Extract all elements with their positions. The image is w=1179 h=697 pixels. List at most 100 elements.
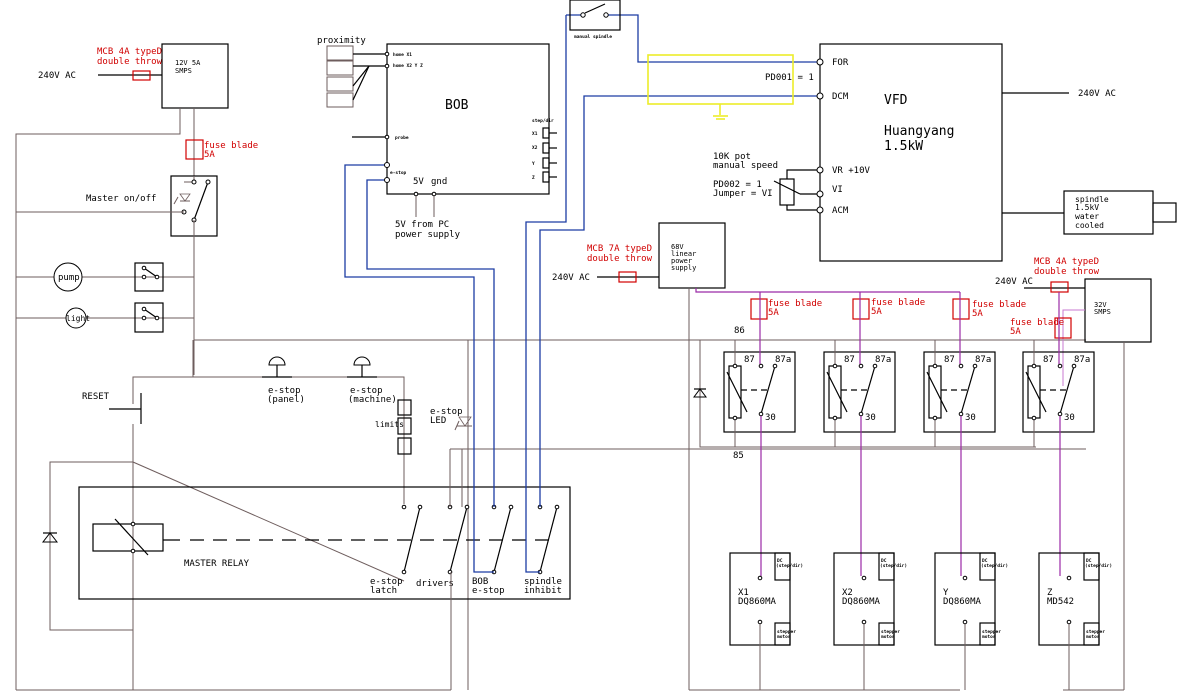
svg-text:VI: VI <box>832 185 843 195</box>
svg-text:5V from PC: 5V from PC <box>395 220 449 230</box>
relay-pin-30: 30 <box>1064 413 1075 423</box>
limit-switches: limits <box>375 399 412 455</box>
pump-label: pump <box>58 273 80 283</box>
svg-text:Jumper = VI: Jumper = VI <box>713 189 773 199</box>
svg-text:X2: X2 <box>532 145 538 151</box>
svg-text:inhibit: inhibit <box>524 586 562 596</box>
driver-bottom-label-2: motor <box>881 634 895 640</box>
vfd-label: VFD <box>884 93 908 108</box>
driver-model: DQ860MA <box>842 597 881 607</box>
contact-bob-estop: BOB e-stop <box>472 504 514 596</box>
relay-coil <box>928 365 942 419</box>
driver-top-label-2: (step/dir) <box>1085 563 1112 569</box>
bob-label: BOB <box>445 98 469 113</box>
driver-top-label: DC <box>881 558 887 564</box>
estop-panel[interactable]: e-stop (panel) <box>262 356 305 405</box>
driver-top-label-2: (step/dir) <box>880 563 907 569</box>
diode-icon <box>41 532 59 543</box>
driver-axis: Z <box>1047 588 1053 598</box>
svg-text:5V: 5V <box>413 177 424 187</box>
pump-switch[interactable] <box>134 262 164 292</box>
driver-model: DQ860MA <box>738 597 777 607</box>
reset-button[interactable]: RESET <box>82 392 142 690</box>
svg-text:spindle: spindle <box>524 577 562 587</box>
svg-text:SMPS: SMPS <box>1094 308 1111 316</box>
supply-12v-input-label: 240V AC <box>38 71 76 81</box>
fuse-x1: fuse blade 5A <box>750 298 822 320</box>
relay-pin-30: 30 <box>765 413 776 423</box>
estop-machine[interactable]: e-stop (machine) <box>347 356 397 405</box>
svg-text:fuse blade: fuse blade <box>871 298 925 308</box>
relay-coil <box>1027 365 1041 419</box>
mcb-32v <box>1050 281 1069 293</box>
master-relay-label: MASTER RELAY <box>184 559 250 569</box>
svg-text:10K pot: 10K pot <box>713 152 751 162</box>
driver-top-label: DC <box>1086 558 1092 564</box>
svg-text:MCB 7A typeD: MCB 7A typeD <box>587 244 652 254</box>
estop-led-label-2: LED <box>430 416 446 426</box>
svg-text:fuse blade: fuse blade <box>1010 318 1064 328</box>
fuse-12v-label-1: fuse blade <box>204 141 258 151</box>
estop-led-label-1: e-stop <box>430 407 463 417</box>
pump-icon <box>53 262 83 292</box>
estop-machine-label-2: (machine) <box>348 395 397 405</box>
svg-text:X1: X1 <box>532 131 538 137</box>
svg-text:PD002 = 1: PD002 = 1 <box>713 180 762 190</box>
vfd-model-2: 1.5kW <box>884 139 923 154</box>
proximity-label: proximity <box>317 36 366 46</box>
driver-top-label-2: (step/dir) <box>981 563 1008 569</box>
psu-12v-label-1: 12V 5A <box>175 59 201 67</box>
svg-text:fuse blade: fuse blade <box>768 299 822 309</box>
fuse-12v-label-2: 5A <box>204 150 215 160</box>
relay-coil <box>828 365 842 419</box>
supply-32v: MCB 4A typeD double throw 240V AC 32V SM… <box>995 257 1152 690</box>
svg-text:water: water <box>1075 212 1099 221</box>
manual-spindle-label: manual spindle <box>574 34 612 40</box>
svg-text:double throw: double throw <box>1034 267 1100 277</box>
driver-axis: X1 <box>738 588 749 598</box>
fuse-x2: fuse blade 5A <box>852 298 925 320</box>
contact-drivers: drivers <box>416 504 470 589</box>
vfd: VFD Huangyang 1.5kW FOR DCM VR +10V VI A… <box>816 43 1116 262</box>
driver-bottom-label: stepper <box>982 629 1001 635</box>
svg-text:cooled: cooled <box>1075 221 1104 230</box>
reset-label: RESET <box>82 392 110 402</box>
mcb-12v-label-1: MCB 4A typeD <box>97 47 162 57</box>
svg-text:gnd: gnd <box>431 177 447 187</box>
svg-text:1.5kV: 1.5kV <box>1075 203 1099 212</box>
svg-text:240V AC: 240V AC <box>552 273 590 283</box>
svg-text:home X2 Y Z: home X2 Y Z <box>393 63 423 69</box>
manual-spindle-switch[interactable]: manual spindle <box>569 0 621 40</box>
estop-machine-label-1: e-stop <box>350 386 383 396</box>
relay-pin-87a: 87a <box>875 355 891 365</box>
driver-bottom-label-2: motor <box>982 634 996 640</box>
svg-text:linear: linear <box>671 250 696 258</box>
svg-text:latch: latch <box>370 586 397 596</box>
fuse-y: fuse blade 5A <box>952 298 1026 320</box>
mcb-12v-label-2: double throw <box>97 57 163 67</box>
relay-pin-87: 87 <box>944 355 955 365</box>
master-switch[interactable]: Master on/off <box>16 175 218 375</box>
relay-pin-87a: 87a <box>975 355 991 365</box>
svg-text:5A: 5A <box>768 308 779 318</box>
pump-circuit: pump <box>16 262 194 292</box>
driver-top-label: DC <box>777 558 783 564</box>
light-switch[interactable] <box>134 302 164 333</box>
driver-top-label-2: (step/dir) <box>776 563 803 569</box>
relay-coil <box>728 365 742 419</box>
svg-text:BOB: BOB <box>472 577 488 587</box>
svg-text:e-stop: e-stop <box>472 586 505 596</box>
led-icon <box>458 416 472 427</box>
contact-estop-latch: e-stop latch <box>370 504 423 596</box>
speed-pot[interactable]: 10K pot manual speed PD002 = 1 Jumper = … <box>713 152 817 211</box>
driver-bottom-label-2: motor <box>777 634 791 640</box>
svg-text:fuse blade: fuse blade <box>972 300 1026 310</box>
driver-model: MD542 <box>1047 597 1074 607</box>
